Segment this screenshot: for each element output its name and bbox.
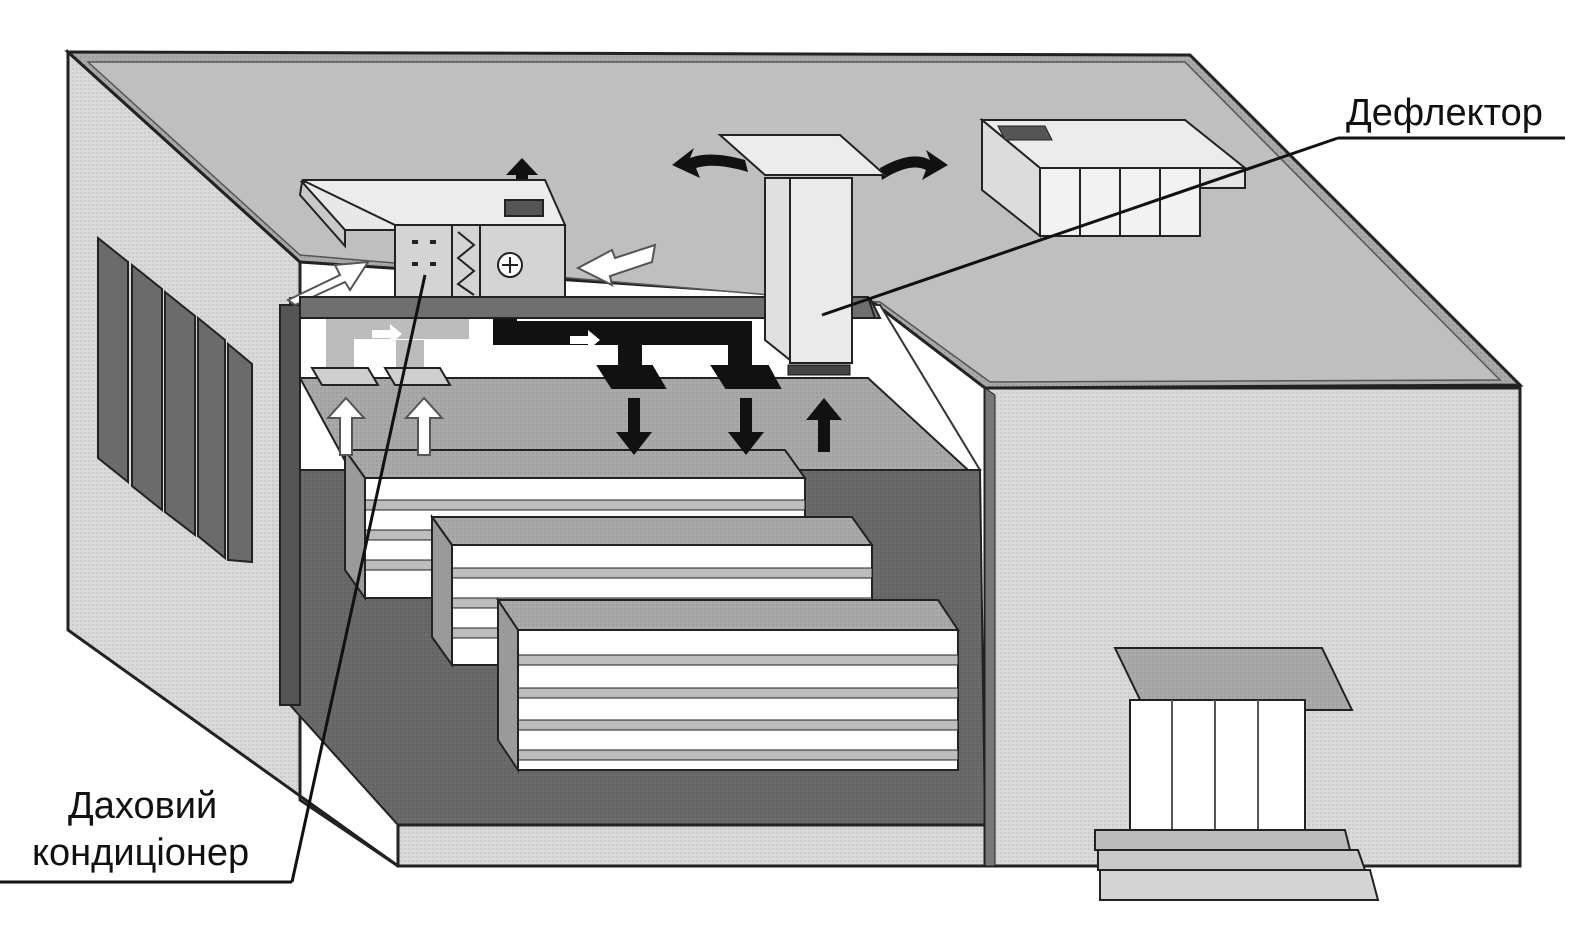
storage-racks [343,446,960,774]
entrance [1094,647,1380,901]
conditioner-label-line1: Даховий [68,785,217,827]
deflector-label: Дефлектор [1346,92,1543,134]
deflector-arrow-left [672,148,748,178]
outdoor-air-arrow-right [575,243,657,287]
unit-filter [456,231,476,296]
conditioner-label-line2: кондиціонер [32,832,249,874]
rack-3 [496,596,960,774]
supply-diffuser-2 [710,365,782,389]
deflector-cap [717,134,888,176]
second-roof-unit [979,117,1248,239]
right-wall-edge [984,387,996,867]
deflector-shaft-side [764,177,791,363]
return-arrow-1 [325,396,367,456]
step-1 [1094,829,1352,851]
left-wall-windows [97,235,253,564]
deflector-shaft-front [789,177,853,364]
callout-deflector: Дефлектор [821,92,1565,317]
supply-arrow-1 [616,398,652,455]
conditioner-leader-line [290,274,427,883]
return-arrow-2 [403,396,445,456]
airflow-arrows [286,148,948,456]
duct-arrow-supply [570,330,600,350]
callout-roof-conditioner: Даховий кондиціонер [0,274,427,884]
inner-left-wall [279,304,301,706]
front-base [396,823,987,868]
return-grille-1 [310,367,380,386]
supply-arrow-2 [728,398,764,455]
unit-base [299,296,877,319]
rooftop-conditioner-unit [298,179,877,319]
exhaust-arrow [806,398,842,452]
deflector [717,134,888,364]
supply-diffuser-1 [596,365,667,389]
step-3 [1099,869,1380,901]
deflector-leader-line [821,136,1339,317]
return-grille-2 [383,367,452,386]
unit-top-vent [504,199,544,217]
step-2 [1097,849,1367,871]
door-canopy [1113,647,1354,711]
deflector-grille [787,364,851,376]
door [1129,699,1306,831]
deflector-arrow-right [880,150,948,180]
duct-arrow-return [372,324,402,344]
unit-exhaust-arrow [506,158,538,198]
